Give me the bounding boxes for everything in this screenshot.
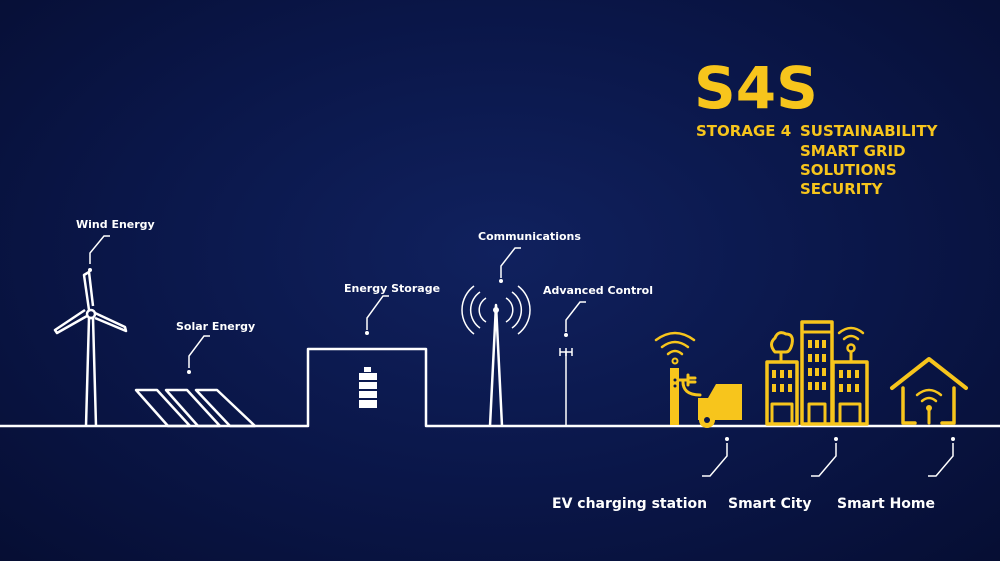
label-wind-energy: Wind Energy (76, 218, 155, 231)
ev-callout (702, 437, 729, 477)
grid-line (0, 347, 1000, 428)
tagline-3: SOLUTIONS (800, 161, 897, 179)
ev-charging-icon (654, 331, 742, 428)
tagline-4: SECURITY (800, 180, 884, 198)
wind-callout (88, 235, 110, 272)
label-solar-energy: Solar Energy (176, 320, 255, 333)
control-callout (564, 301, 586, 337)
smart-home-icon (890, 357, 968, 425)
solar-panels-icon (134, 388, 257, 428)
logo: S4S (694, 54, 818, 122)
communications-tower-icon (461, 285, 531, 427)
label-smart-city: Smart City (728, 496, 811, 512)
storage-callout (365, 295, 389, 335)
solar-callout (187, 335, 210, 374)
label-communications: Communications (478, 230, 581, 243)
label-energy-storage: Energy Storage (344, 282, 440, 295)
label-smart-home: Smart Home (837, 496, 935, 512)
smart-city-icon (765, 320, 869, 426)
battery-icon (359, 367, 377, 408)
tagline-prefix: STORAGE 4 (696, 122, 791, 140)
tagline-2: SMART GRID (800, 142, 906, 160)
control-pole-icon (559, 348, 573, 426)
tagline-1: SUSTAINABILITY (800, 122, 939, 140)
wind-turbine-icon (53, 270, 128, 427)
label-advanced-control: Advanced Control (543, 284, 653, 297)
city-callout (811, 437, 838, 477)
communications-callout (499, 247, 521, 283)
label-ev-charging-station: EV charging station (552, 496, 707, 512)
home-callout (928, 437, 955, 477)
